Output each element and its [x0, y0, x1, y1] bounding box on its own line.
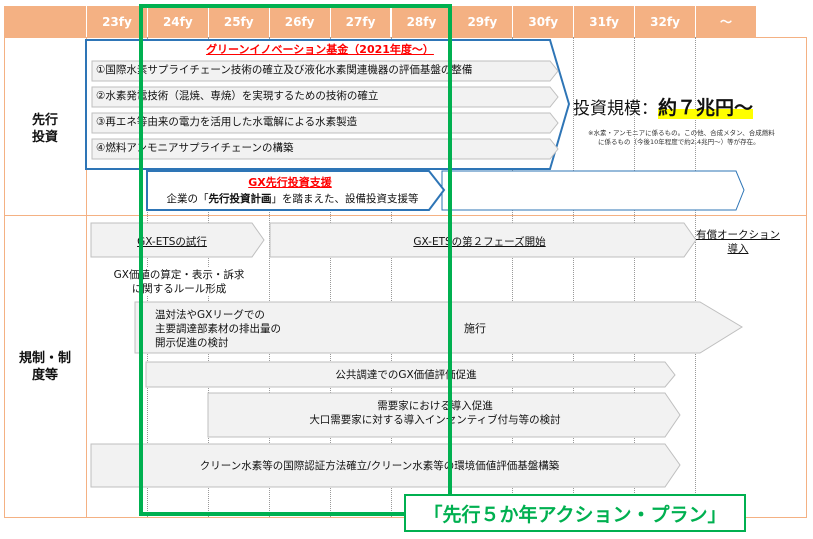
gx-value-rule-label: GX価値の算定・表示・訴求 に関するルール形成	[104, 268, 254, 296]
gx-support-extension-arrow	[441, 170, 745, 211]
year-grid-line	[512, 37, 514, 517]
year-header-cell: 25fy	[208, 6, 269, 37]
public-procurement-label: 公共調達でのGX価値評価促進	[335, 369, 477, 381]
disclosure-study-line: 主要調達部素材の排出量の	[155, 323, 281, 335]
ets-trial-arrow	[90, 222, 265, 258]
gx-support-desc-text: 」を踏まえた、設備投資支援等	[271, 193, 419, 205]
ets-phase2-label: GX-ETSの第２フェーズ開始	[413, 236, 546, 248]
gi-item-arrow-2	[91, 86, 559, 108]
gx-support-desc-bold: 先行投資計画	[208, 193, 272, 205]
public-procurement-arrow	[145, 361, 676, 388]
year-header-cell: 31fy	[574, 6, 635, 37]
action-plan-label: 「先行５か年アクション・プラン」	[404, 494, 746, 532]
regulation-arrows	[90, 222, 743, 488]
gx-support-title: GX先行投資支援	[248, 175, 332, 189]
investment-label: 投資規模：	[573, 99, 658, 119]
year-grid-line	[573, 37, 575, 517]
row-label-line: 規制・制	[18, 351, 71, 366]
grid-line	[4, 37, 5, 517]
row-divider	[4, 215, 807, 216]
demand-side-label: 需要家における導入促進 大口需要家に対する導入インセンティブ付与等の検討	[210, 399, 660, 427]
gx-support-arrow	[146, 170, 446, 211]
year-header-cell: 26fy	[269, 6, 330, 37]
investment-scale: 投資規模：約７兆円～	[573, 93, 809, 123]
auction-label-line: 有償オークション	[696, 229, 780, 241]
investment-note-line: ※水素・アンモニアに係るもの。この他、合成メタン、合成燃料	[588, 129, 775, 137]
header-corner	[4, 6, 86, 37]
row-label-line: 投資	[31, 130, 58, 145]
gx-support-desc: 企業の「先行投資計画」を踏まえた、設備投資支援等	[150, 191, 435, 206]
year-header-cell: 30fy	[513, 6, 574, 37]
row-label-line: 度等	[31, 368, 58, 383]
enforcement-label: 施行	[464, 322, 486, 335]
ets-phase2-arrow	[269, 222, 697, 258]
demand-side-arrow	[207, 392, 681, 438]
gi-fund-item-arrows	[91, 60, 559, 160]
disclosure-study-line: 温対法やGXリーグでの	[155, 309, 265, 321]
year-grid-line	[634, 37, 636, 517]
intl-cert-label: クリーン水素等の国際認証方法確立/クリーン水素等の環境価値評価基盤構築	[199, 459, 560, 472]
gi-item-arrow-1	[91, 60, 559, 82]
gi-fund-item: ②水素発電技術（混焼、専焼）を実現するための技術の確立	[96, 90, 379, 102]
gi-fund-item: ①国際水素サプライチェーン技術の確立及び液化水素関連機器の評価基盤の整備	[96, 64, 473, 76]
five-year-frame	[139, 4, 452, 516]
investment-note: ※水素・アンモニアに係るもの。この他、合成メタン、合成燃料 に係るもの（今後10…	[588, 129, 803, 147]
grid-line	[4, 37, 807, 38]
gx-value-rule-line: に関するルール形成	[131, 283, 227, 295]
ets-trial-label: GX-ETSの試行	[137, 236, 207, 248]
row-label-regulation: 規制・制 度等	[4, 350, 86, 384]
year-grid-line	[695, 37, 696, 517]
row-label-upfront: 先行 投資	[4, 112, 86, 146]
grid-line	[806, 37, 807, 517]
auction-label: 有償オークション 導入	[678, 228, 798, 256]
disclosure-study-line: 開示促進の検討	[155, 337, 229, 349]
gi-item-arrow-3	[91, 112, 559, 134]
intl-cert-arrow	[90, 443, 681, 488]
gi-fund-title: グリーンイノベーション基金（2021年度～）	[206, 42, 434, 56]
gx-support-arrows	[146, 170, 745, 211]
year-header-cell: 23fy	[87, 6, 147, 37]
gi-item-arrow-4	[91, 138, 559, 160]
gi-fund-item: ④燃料アンモニアサプライチェーンの構築	[96, 142, 294, 154]
gi-fund-item: ③再エネ等由来の電力を活用した水電解による水素製造	[96, 116, 358, 128]
grid-line	[86, 37, 87, 517]
year-header-cell: 32fy	[635, 6, 695, 37]
year-header-cell: 29fy	[452, 6, 513, 37]
year-grid-line	[390, 37, 392, 517]
gx-value-rule-line: GX価値の算定・表示・訴求	[113, 269, 245, 281]
demand-side-line: 需要家における導入促進	[377, 400, 493, 412]
investment-amount: 約７兆円～	[658, 97, 754, 119]
year-grid-line	[268, 37, 270, 517]
demand-side-line: 大口需要家に対する導入インセンティブ付与等の検討	[309, 414, 561, 426]
auction-label-line: 導入	[727, 243, 749, 255]
year-header-cell: 28fy	[391, 6, 452, 37]
row-label-line: 先行	[31, 113, 58, 128]
year-grid-line	[329, 37, 331, 517]
enforcement-arrow	[134, 301, 743, 354]
year-header-cell: 27fy	[330, 6, 391, 37]
year-header-cell: ～	[696, 6, 756, 37]
gx-support-desc-text: 企業の「	[166, 193, 209, 205]
year-header-cell: 24fy	[147, 6, 208, 37]
disclosure-study-label: 温対法やGXリーグでの 主要調達部素材の排出量の 開示促進の検討	[155, 308, 325, 350]
investment-note-line: に係るもの（今後10年程度で約2.4兆円～）等が存在。	[598, 138, 760, 146]
